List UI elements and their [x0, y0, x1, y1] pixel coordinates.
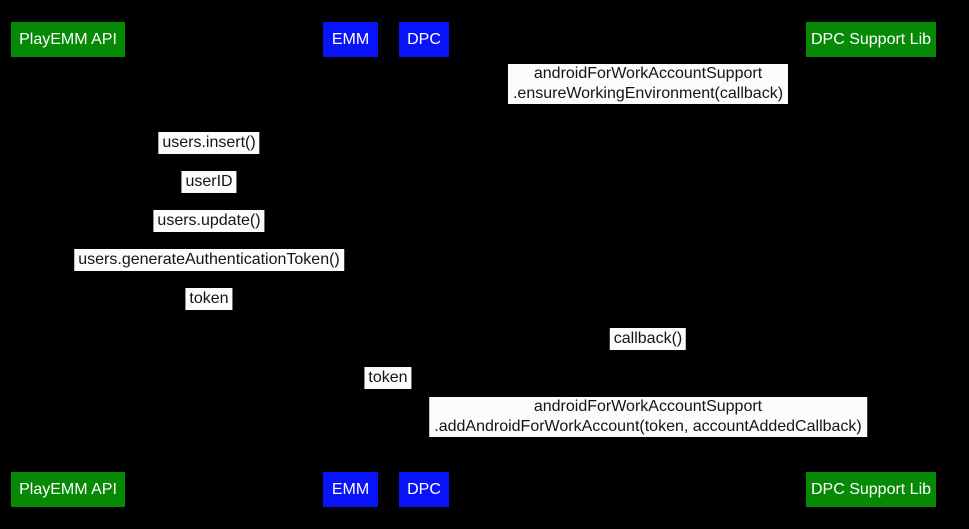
participant-playemm-api-top: PlayEMM API: [11, 22, 125, 57]
message-token-forward: token: [364, 367, 412, 389]
message-users-update: users.update(): [153, 210, 265, 232]
message-callback: callback(): [609, 328, 687, 350]
participant-dpc-bottom: DPC: [399, 472, 449, 507]
participant-dpc-top: DPC: [399, 22, 449, 57]
message-token-response: token: [185, 288, 233, 310]
participant-emm-top: EMM: [323, 22, 378, 57]
message-line: .ensureWorkingEnvironment(callback): [512, 85, 784, 102]
participant-emm-bottom: EMM: [323, 472, 378, 507]
participant-playemm-api-bottom: PlayEMM API: [11, 472, 125, 507]
message-add-android-for-work-account: androidForWorkAccountSupport .addAndroid…: [429, 397, 867, 437]
message-line: androidForWorkAccountSupport: [533, 398, 763, 415]
message-user-id: userID: [181, 171, 237, 193]
participant-dpc-support-lib-top: DPC Support Lib: [806, 22, 936, 57]
message-users-insert: users.insert(): [158, 132, 260, 154]
message-users-generate-authentication-token: users.generateAuthenticationToken(): [74, 249, 344, 271]
participant-dpc-support-lib-bottom: DPC Support Lib: [806, 472, 936, 507]
message-line: androidForWorkAccountSupport: [533, 65, 763, 82]
message-ensure-working-environment: androidForWorkAccountSupport .ensureWork…: [507, 64, 789, 104]
message-line: .addAndroidForWorkAccount(token, account…: [434, 418, 862, 435]
